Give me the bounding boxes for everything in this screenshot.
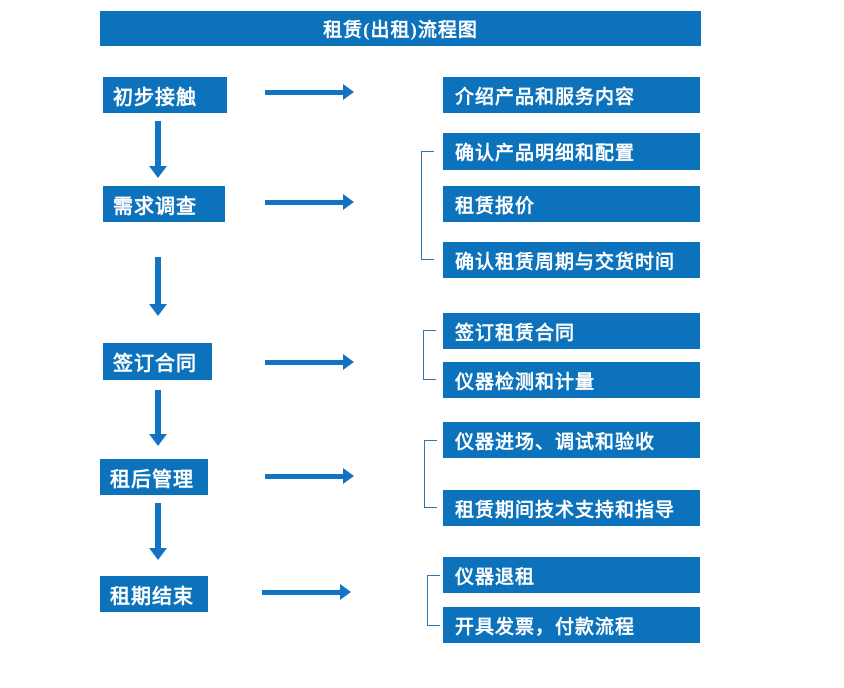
step-label: 签订合同 bbox=[113, 353, 197, 375]
arrow-head-icon bbox=[340, 584, 351, 600]
step-label: 初步接触 bbox=[113, 86, 197, 109]
bracket-group-sign-contract bbox=[423, 330, 436, 380]
step-label: 需求调查 bbox=[113, 195, 197, 218]
title-bar: 租赁(出租)流程图 bbox=[100, 11, 701, 46]
arrow-shaft bbox=[265, 360, 343, 365]
detail-technical-support-guidance: 租赁期间技术支持和指导 bbox=[443, 490, 700, 526]
detail-instrument-testing-metering: 仪器检测和计量 bbox=[443, 362, 700, 398]
detail-label: 租赁报价 bbox=[455, 195, 536, 217]
detail-rental-quote: 租赁报价 bbox=[443, 186, 700, 222]
arrow-head-icon bbox=[343, 354, 354, 370]
page-title: 租赁(出租)流程图 bbox=[323, 20, 478, 41]
arrow-shaft bbox=[155, 257, 161, 305]
bracket-group-rental-end bbox=[427, 575, 440, 626]
detail-instrument-return: 仪器退租 bbox=[443, 557, 700, 593]
detail-label: 仪器退租 bbox=[455, 566, 536, 588]
arrow-down-2 bbox=[149, 257, 167, 316]
arrow-right-5 bbox=[262, 584, 351, 600]
step-post-rental-management: 租后管理 bbox=[100, 459, 208, 495]
arrow-right-1 bbox=[265, 84, 354, 100]
detail-label: 租赁期间技术支持和指导 bbox=[455, 499, 676, 521]
arrow-shaft bbox=[265, 200, 343, 205]
arrow-down-3 bbox=[149, 390, 167, 446]
arrow-shaft bbox=[262, 590, 340, 595]
arrow-head-icon bbox=[343, 84, 354, 100]
detail-label: 确认产品明细和配置 bbox=[455, 143, 636, 164]
step-label: 租后管理 bbox=[110, 468, 194, 491]
detail-instrument-entry-debug-acceptance: 仪器进场、调试和验收 bbox=[443, 422, 700, 458]
arrow-down-1 bbox=[149, 121, 167, 178]
arrow-head-icon bbox=[149, 548, 167, 560]
detail-label: 仪器进场、调试和验收 bbox=[455, 431, 656, 453]
bracket-group-post-rental bbox=[424, 440, 437, 508]
detail-confirm-rental-period-delivery: 确认租赁周期与交货时间 bbox=[443, 242, 700, 278]
arrow-head-icon bbox=[149, 434, 167, 446]
detail-label: 介绍产品和服务内容 bbox=[455, 86, 636, 108]
bracket-group-demand-survey bbox=[421, 151, 434, 260]
step-demand-survey: 需求调查 bbox=[103, 186, 225, 222]
arrow-right-3 bbox=[265, 354, 354, 370]
detail-confirm-product-config: 确认产品明细和配置 bbox=[443, 133, 700, 170]
step-sign-contract: 签订合同 bbox=[103, 343, 212, 380]
step-label: 租期结束 bbox=[110, 585, 194, 608]
arrow-head-icon bbox=[149, 166, 167, 178]
step-rental-end: 租期结束 bbox=[100, 576, 208, 612]
arrow-shaft bbox=[155, 390, 161, 435]
detail-sign-rental-contract: 签订租赁合同 bbox=[443, 313, 700, 349]
detail-label: 仪器检测和计量 bbox=[455, 371, 596, 393]
step-initial-contact: 初步接触 bbox=[103, 77, 227, 113]
detail-introduce-products-services: 介绍产品和服务内容 bbox=[443, 77, 700, 113]
detail-invoice-payment-process: 开具发票，付款流程 bbox=[443, 607, 700, 643]
arrow-shaft bbox=[265, 474, 343, 479]
arrow-head-icon bbox=[343, 468, 354, 484]
arrow-right-2 bbox=[265, 194, 354, 210]
arrow-shaft bbox=[265, 90, 343, 95]
arrow-head-icon bbox=[343, 194, 354, 210]
arrow-shaft bbox=[155, 503, 161, 549]
detail-label: 签订租赁合同 bbox=[455, 322, 576, 344]
arrow-down-4 bbox=[149, 503, 167, 560]
arrow-right-4 bbox=[265, 468, 354, 484]
detail-label: 确认租赁周期与交货时间 bbox=[455, 251, 676, 273]
arrow-shaft bbox=[155, 121, 161, 167]
detail-label: 开具发票，付款流程 bbox=[455, 616, 636, 638]
arrow-head-icon bbox=[149, 304, 167, 316]
